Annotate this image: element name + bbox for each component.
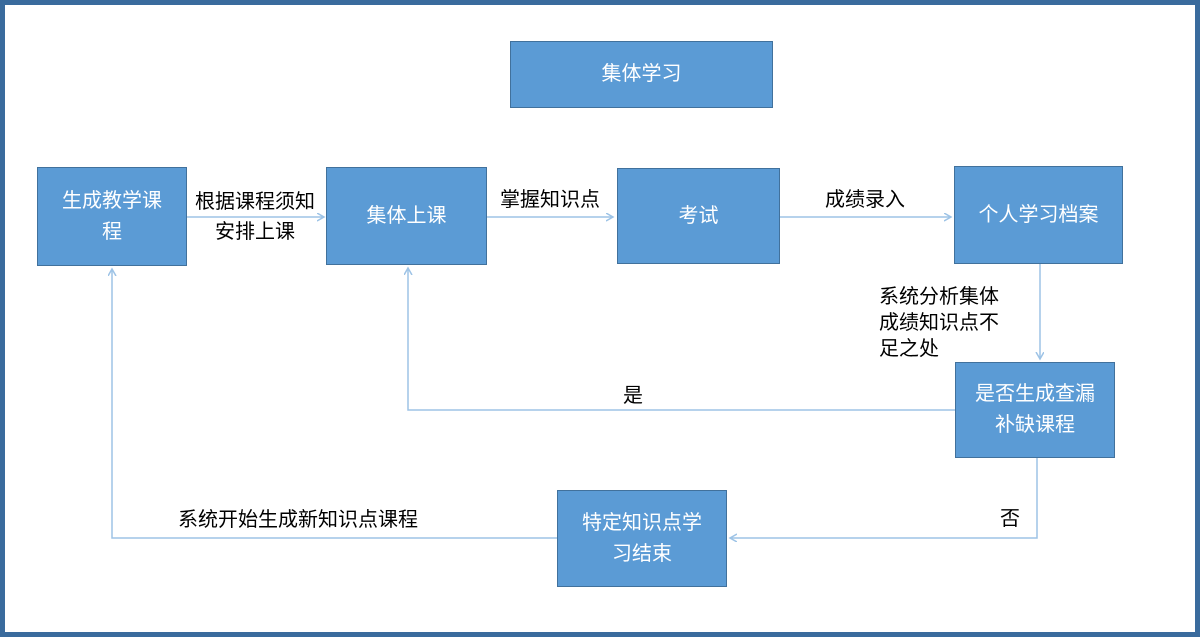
node-label: 集体学习	[601, 63, 682, 85]
edge-label-score-entry: 成绩录入	[825, 189, 905, 211]
node-generate-courses: 生成教学课程	[37, 167, 187, 266]
node-collective-learning: 集体学习	[510, 41, 773, 108]
node-specific-end: 特定知识点学习结束	[557, 490, 727, 587]
node-personal-file: 个人学习档案	[954, 166, 1123, 264]
edge-label-no: 否	[1000, 508, 1020, 530]
connector-decision-yes-to-class	[408, 268, 955, 411]
edge-label-new-course: 系统开始生成新知识点课程	[178, 509, 418, 531]
node-exam: 考试	[617, 168, 780, 264]
node-label: 集体上课	[366, 204, 447, 227]
node-collective-class: 集体上课	[326, 167, 487, 265]
connector-end-to-generate	[112, 269, 557, 539]
edge-label-arrange-class: 根据课程须知 安排上课	[195, 191, 315, 243]
edge-label-yes: 是	[623, 385, 643, 407]
edge-label-master-points: 掌握知识点	[500, 189, 600, 211]
node-label: 特定知识点学习结束	[582, 511, 702, 565]
edge-label-system-analysis: 系统分析集体 成绩知识点不 足之处	[879, 286, 999, 360]
node-label: 考试	[678, 204, 719, 227]
connector-decision-no-to-end	[730, 458, 1038, 538]
node-gap-decision: 是否生成查漏补缺课程	[955, 362, 1115, 458]
node-label: 生成教学课程	[62, 189, 162, 243]
node-label: 个人学习档案	[978, 203, 1099, 226]
node-label: 是否生成查漏补缺课程	[975, 383, 1095, 436]
